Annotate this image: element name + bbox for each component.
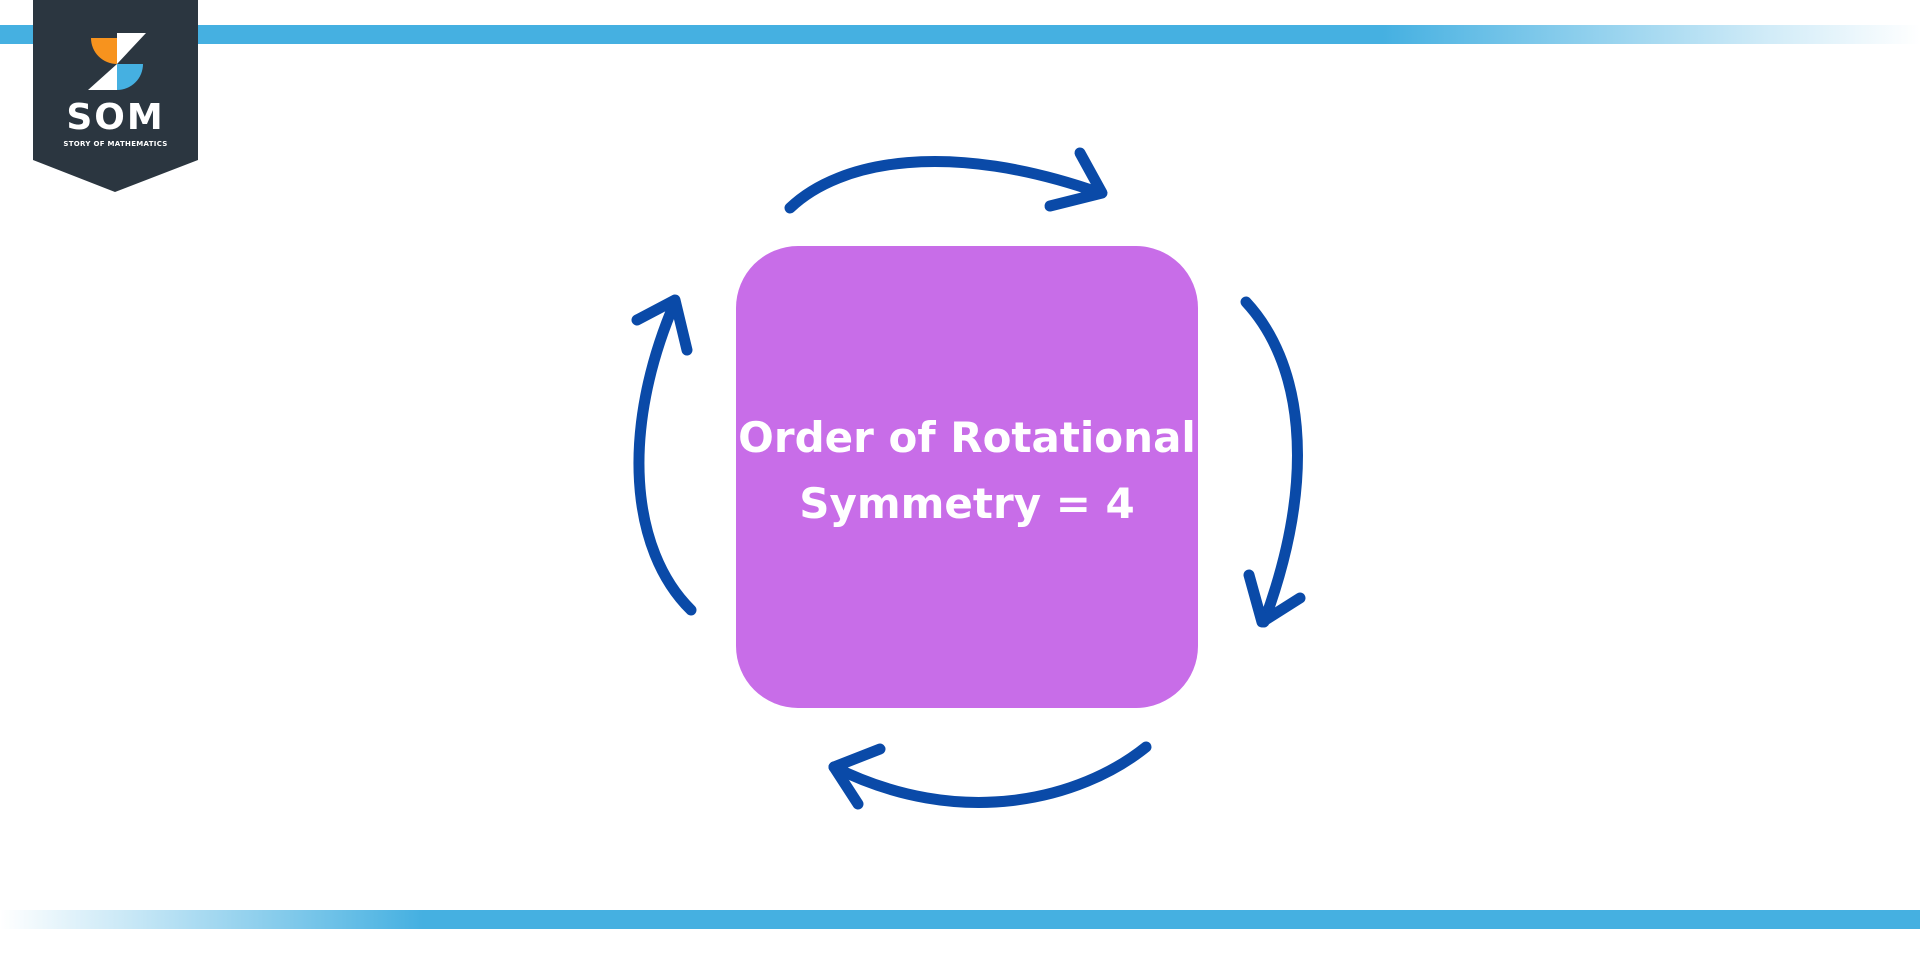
som-logo: SOM STORY OF MATHEMATICS <box>33 0 198 192</box>
top-stripe <box>0 25 1920 44</box>
logo-name: SOM <box>66 97 165 138</box>
rotation-arrow-left <box>631 294 697 616</box>
logo-badge-shape <box>33 0 198 192</box>
logo-tagline: STORY OF MATHEMATICS <box>63 140 168 148</box>
bottom-stripe <box>0 910 1920 929</box>
rotation-arrow-top <box>784 147 1108 214</box>
rotation-arrow-bottom <box>828 741 1152 810</box>
symmetry-label: Order of Rotational Symmetry = 4 <box>736 405 1198 537</box>
rotation-arrow-right <box>1240 296 1306 628</box>
rotated-square: Order of Rotational Symmetry = 4 <box>736 246 1198 708</box>
symmetry-label-line1: Order of Rotational <box>738 413 1196 462</box>
symmetry-label-line2: Symmetry = 4 <box>799 479 1135 528</box>
